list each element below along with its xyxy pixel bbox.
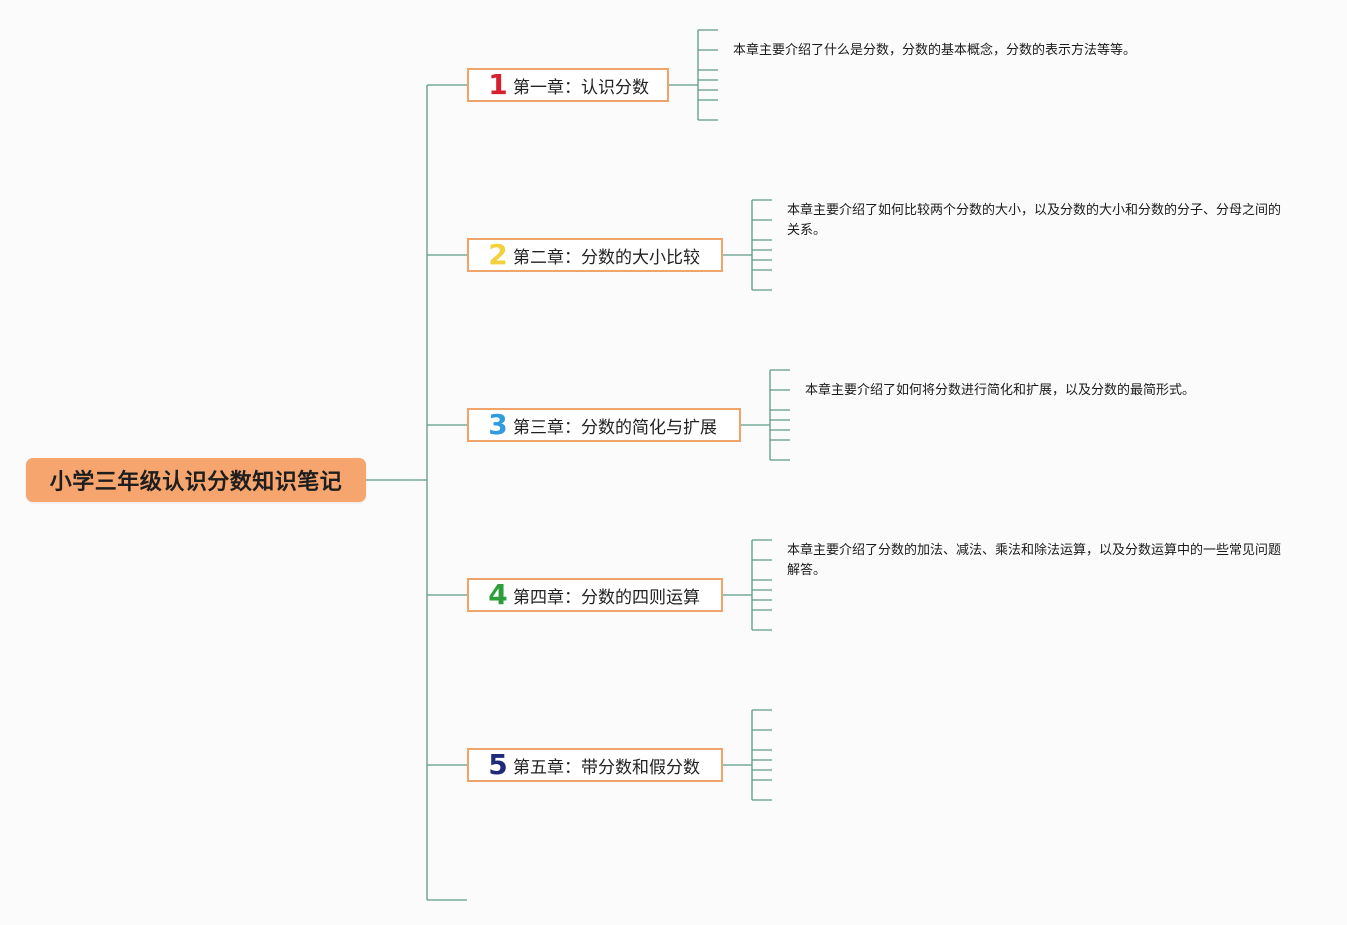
root-title: 小学三年级认识分数知识笔记 <box>49 470 343 495</box>
chapter-number-5: 5 <box>488 748 508 781</box>
chapter-node-2[interactable]: 2 第二章：分数的大小比较 <box>467 238 723 272</box>
chapter-node-5[interactable]: 5 第五章：带分数和假分数 <box>467 748 723 782</box>
chapter-number-2: 2 <box>488 238 508 271</box>
chapter-node-3[interactable]: 3 第三章：分数的简化与扩展 <box>467 408 741 442</box>
chapter-description-3[interactable]: 本章主要介绍了如何将分数进行简化和扩展，以及分数的最简形式。 <box>805 383 1196 398</box>
chapter-label-1: 第一章：认识分数 <box>513 77 649 98</box>
root-topic[interactable]: 小学三年级认识分数知识笔记 <box>26 458 366 502</box>
chapter-label-5: 第五章：带分数和假分数 <box>513 757 700 778</box>
chapter-label-2: 第二章：分数的大小比较 <box>513 247 700 268</box>
chapter-description-2[interactable]: 本章主要介绍了如何比较两个分数的大小，以及分数的大小和分数的分子、分母之间的关系… <box>787 203 1282 238</box>
chapter-description-1[interactable]: 本章主要介绍了什么是分数，分数的基本概念，分数的表示方法等等。 <box>733 43 1137 58</box>
chapter-number-3: 3 <box>488 408 508 441</box>
chapter-number-1: 1 <box>488 68 508 101</box>
chapter-number-4: 4 <box>488 578 508 611</box>
chapter-node-1[interactable]: 1 第一章：认识分数 <box>467 68 669 102</box>
chapter-node-4[interactable]: 4 第四章：分数的四则运算 <box>467 578 723 612</box>
chapter-label-4: 第四章：分数的四则运算 <box>513 587 700 608</box>
chapter-label-3: 第三章：分数的简化与扩展 <box>513 417 717 438</box>
chapter-description-4[interactable]: 本章主要介绍了分数的加法、减法、乘法和除法运算，以及分数运算中的一些常见问题解答… <box>787 543 1282 578</box>
